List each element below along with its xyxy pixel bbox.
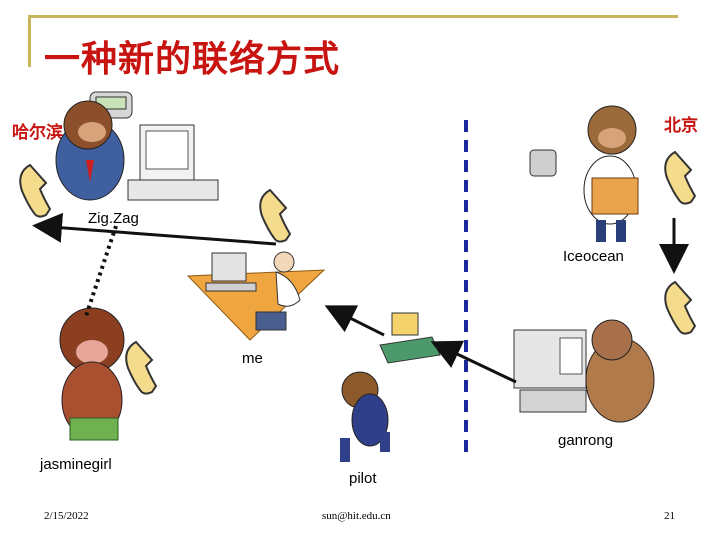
phone-icon — [20, 165, 50, 217]
connection-arrow-to-zigzag — [38, 226, 276, 244]
laptop-node-illustration — [380, 313, 440, 363]
connection-dotted-zigzag-jasminegirl — [86, 226, 116, 316]
user-label-ganrong: ganrong — [558, 432, 613, 449]
connection-arrow-to-me — [330, 308, 384, 335]
ganrong-monkey-computer-illustration — [514, 320, 654, 422]
phone-icon — [665, 152, 695, 204]
connection-arrow-to-laptop — [436, 344, 516, 382]
user-label-iceocean: Iceocean — [563, 248, 624, 265]
beijing-monkey-box-illustration — [530, 106, 638, 242]
user-label-pilot: pilot — [349, 470, 377, 487]
phone-icon — [665, 282, 695, 334]
user-label-jasminegirl: jasminegirl — [40, 456, 112, 473]
phone-icon — [260, 190, 290, 242]
footer-page-number: 21 — [664, 510, 675, 522]
pilot-monkey-illustration — [340, 372, 390, 462]
footer-date: 2/15/2022 — [44, 510, 89, 522]
me-desk-illustration — [188, 252, 324, 340]
footer-email: sun@hit.edu.cn — [322, 510, 391, 522]
phone-icon — [126, 342, 156, 394]
user-label-me: me — [242, 350, 263, 367]
harbin-monkey-computer-illustration — [56, 92, 218, 200]
user-label-zigzag: Zig.Zag — [88, 210, 139, 227]
jasminegirl-monkey-illustration — [60, 308, 124, 440]
